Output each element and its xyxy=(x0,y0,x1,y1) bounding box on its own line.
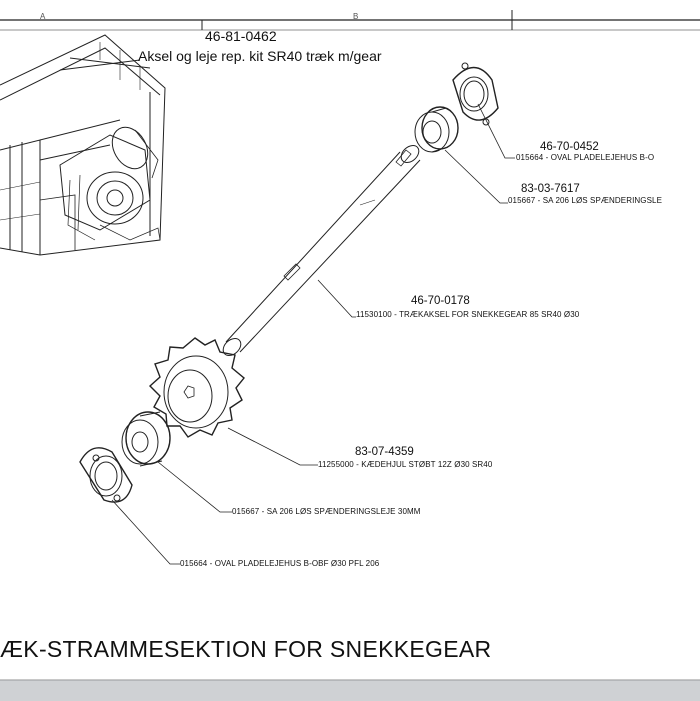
part-number-shaft: 46-70-0178 xyxy=(411,295,470,307)
frame-border xyxy=(0,10,700,681)
zone-label-a: A xyxy=(40,12,46,21)
callout-oval-housing-top: 015664 - OVAL PLADELEJEHUS B-O xyxy=(516,153,655,162)
callout-sprocket: 11255000 - KÆDEHJUL STØBT 12Z Ø30 SR40 xyxy=(318,460,493,469)
callout-bearing-bottom: 015667 - SA 206 LØS SPÆNDERINGSLEJE 30MM xyxy=(232,507,421,516)
kit-number: 46-81-0462 xyxy=(205,28,277,44)
gearmotor-housing xyxy=(0,34,166,256)
part-number-oval-housing-top: 46-70-0452 xyxy=(540,141,599,153)
oval-bearing-housing-top xyxy=(452,62,499,126)
zone-label-b: B xyxy=(353,12,359,21)
callout-bearing-top: 015667 - SA 206 LØS SPÆNDERINGSLE xyxy=(508,196,663,205)
bearing-bottom xyxy=(121,411,171,467)
drive-shaft xyxy=(222,145,421,356)
part-number-bearing-top: 83-03-7617 xyxy=(521,183,580,195)
sprocket-wheel xyxy=(148,337,245,438)
part-number-sprocket: 83-07-4359 xyxy=(355,446,414,458)
bearing-top xyxy=(414,106,459,153)
oval-bearing-housing-bottom xyxy=(79,447,133,503)
callout-oval-housing-bottom: 015664 - OVAL PLADELEJEHUS B-OBF Ø30 PFL… xyxy=(180,559,380,568)
kit-description: Aksel og leje rep. kit SR40 træk m/gear xyxy=(138,48,382,64)
callout-shaft: 11530100 - TRÆKAKSEL FOR SNEKKEGEAR 85 S… xyxy=(356,310,580,319)
drawing-title: ÆK-STRAMMESEKTION FOR SNEKKEGEAR xyxy=(0,636,492,662)
viewer-status-bar xyxy=(0,680,700,701)
leader-lines xyxy=(111,103,515,565)
